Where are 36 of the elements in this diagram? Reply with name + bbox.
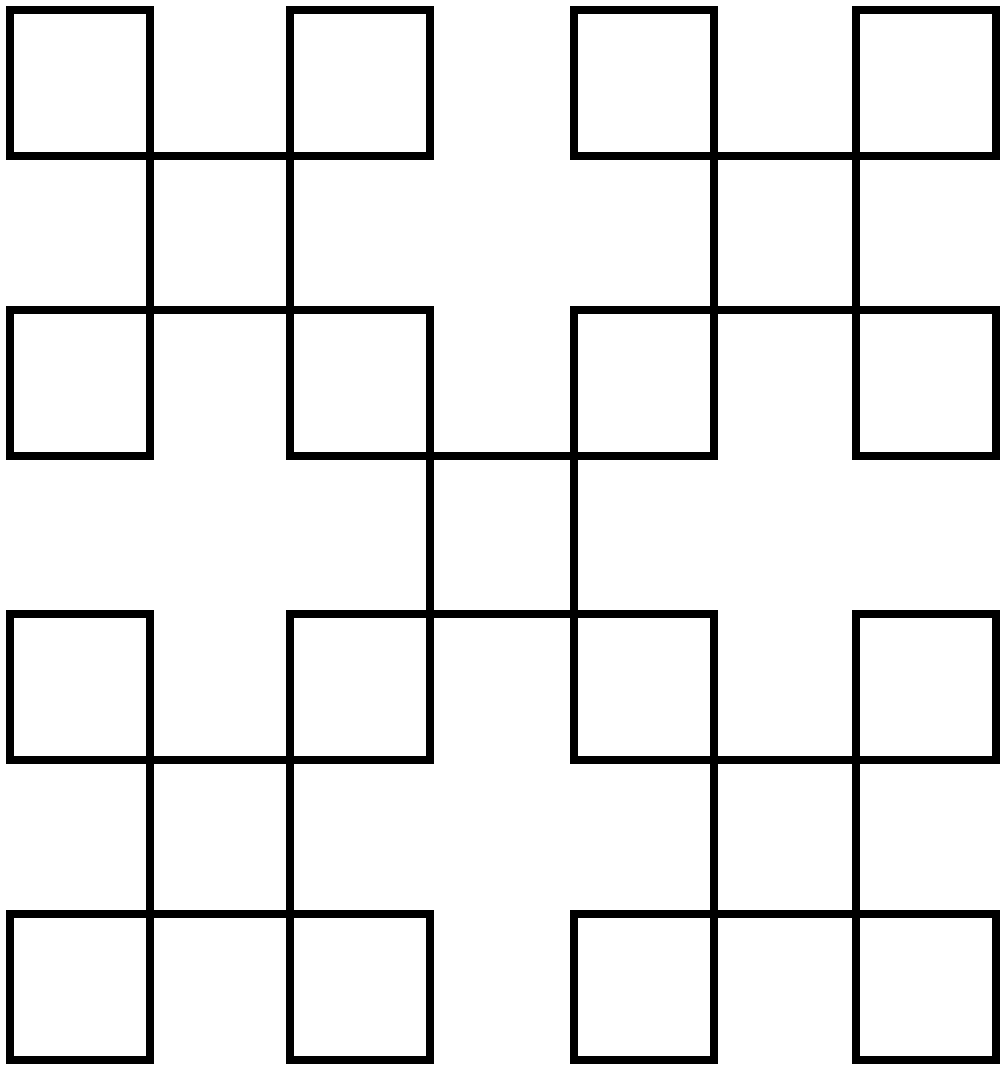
square-box [6,306,154,460]
connector-line [154,910,286,918]
connector-line [852,160,860,306]
square-box [852,610,1000,764]
square-box [286,306,434,460]
square-box [570,610,718,764]
connector-line [154,152,286,160]
square-box [852,910,1000,1064]
square-box [6,610,154,764]
square-box [570,910,718,1064]
connector-line [154,756,286,764]
connector-line [852,764,860,910]
connector-line [146,764,154,910]
connector-line [570,460,578,610]
connector-line [434,452,570,460]
square-box [570,306,718,460]
square-box [570,6,718,160]
connector-line [426,460,434,610]
connector-line [718,152,852,160]
square-box [286,610,434,764]
square-box [852,6,1000,160]
connector-line [434,610,570,618]
connector-line [718,756,852,764]
square-box [286,6,434,160]
connector-line [146,160,154,306]
square-box [6,6,154,160]
square-box [286,910,434,1064]
square-box [6,910,154,1064]
connector-line [710,160,718,306]
connector-line [154,306,286,314]
square-box [852,306,1000,460]
connector-line [718,306,852,314]
connector-line [718,910,852,918]
connector-line [286,764,294,910]
connector-line [286,160,294,306]
connector-line [710,764,718,910]
